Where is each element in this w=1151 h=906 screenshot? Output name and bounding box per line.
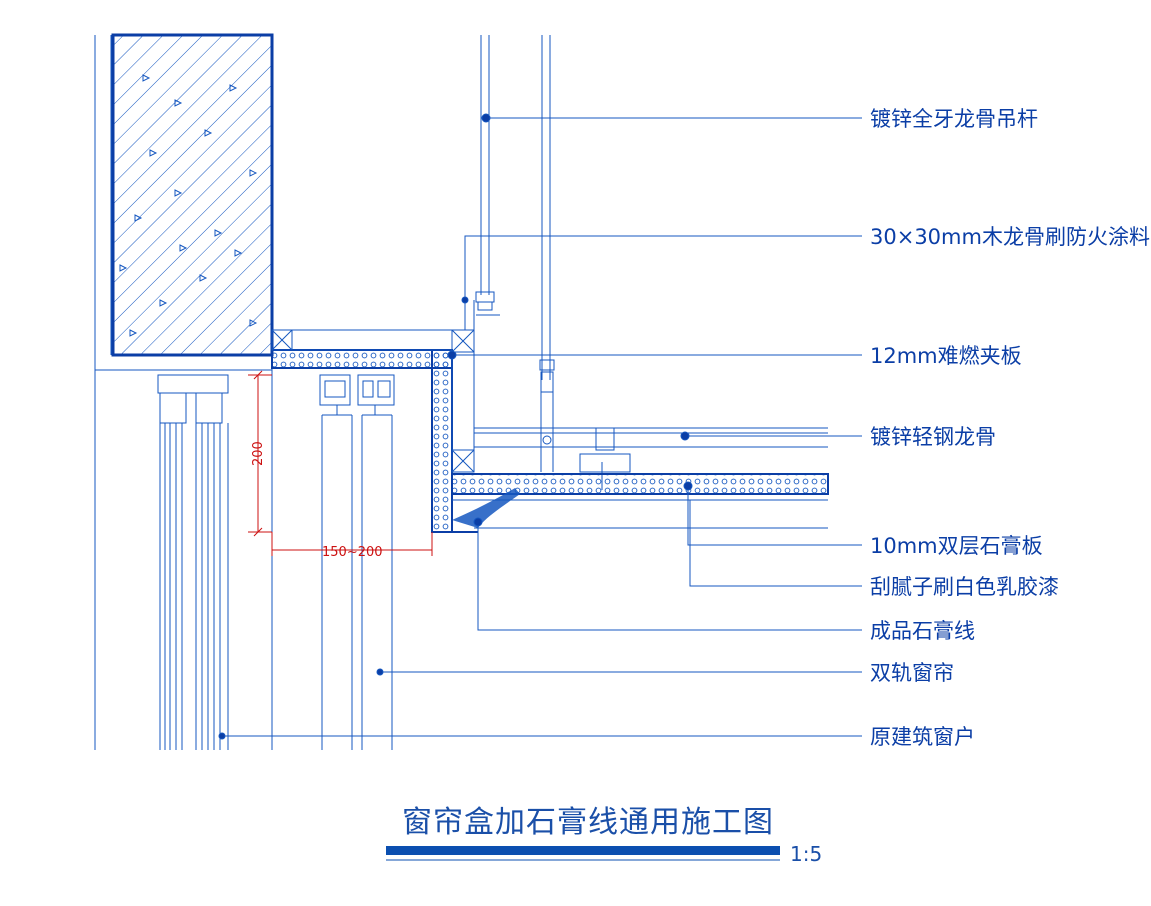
label-gypsum-board: 10mm双层石膏板: [870, 534, 1043, 558]
leader-lines: [218, 113, 862, 740]
label-gypsum-moulding: 成品石膏线: [870, 619, 975, 643]
label-original-window: 原建筑窗户: [870, 725, 975, 749]
label-hanger-rod: 镀锌全牙龙骨吊杆: [870, 107, 1038, 131]
window-frame: [157, 355, 273, 750]
dimension-vertical: 200: [251, 441, 266, 466]
label-double-track-curtain: 双轨窗帘: [870, 661, 954, 685]
concrete-wall: [94, 33, 274, 750]
curtain-box: [271, 300, 475, 533]
label-fire-board: 12mm难燃夹板: [870, 344, 1022, 368]
label-light-steel-keel: 镀锌轻钢龙骨: [870, 425, 996, 449]
drawing-title: 窗帘盒加石膏线通用施工图: [402, 805, 774, 840]
title-underline: [386, 846, 780, 855]
drawing-scale: 1:5: [790, 842, 822, 866]
label-wood-keel: 30×30mm木龙骨刷防火涂料: [870, 225, 1150, 249]
curtain-tracks: [319, 374, 395, 750]
ceiling-gypsum-board: [432, 473, 829, 533]
dimension-lines: [248, 370, 433, 556]
hanger-rods: [475, 35, 555, 472]
dimension-horizontal: 150~200: [322, 545, 383, 560]
label-putty-paint: 刮腻子刷白色乳胶漆: [870, 575, 1059, 599]
